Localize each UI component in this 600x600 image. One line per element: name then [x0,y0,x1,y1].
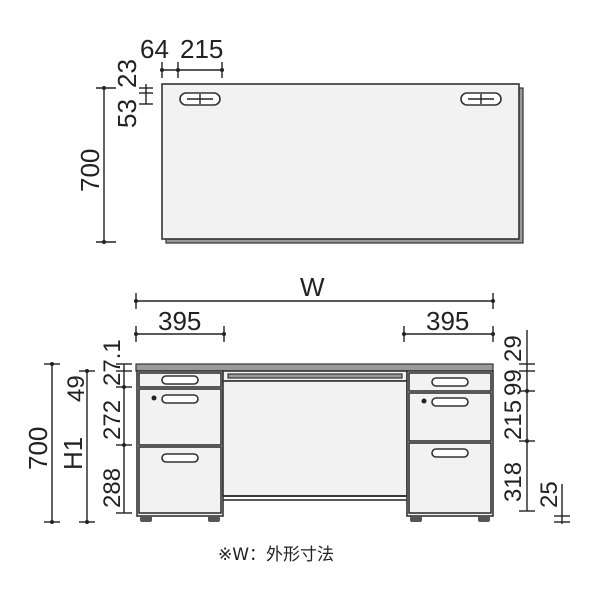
dim-64: 64 [140,34,169,64]
dim-23: 23 [112,59,142,88]
dim-215-top: 215 [180,34,223,64]
grommet-left [179,92,221,106]
dim-29: 29 [500,335,527,362]
foot-1 [140,516,152,522]
dim-w: W [300,272,325,302]
dim-395-left: 395 [158,306,201,336]
grommet-right [460,92,502,106]
dim-25: 25 [536,481,563,508]
lock-icon-left [151,395,157,401]
left-drawer-2-handle [161,394,199,404]
width-dim: W [134,272,495,309]
front-view: W 395 395 [23,272,570,524]
left-drawer-3-handle [161,453,199,463]
dim-288: 288 [99,468,126,508]
foot-2 [208,516,220,522]
dim-27-1: 27.1 [99,339,126,386]
dim-53: 53 [112,99,142,128]
dim-700-top: 700 [75,149,105,192]
dim-395-right: 395 [426,306,469,336]
modesty-panel [222,380,408,497]
left-height-dims: 700 H1 27.1 49 272 288 [23,339,132,524]
right-drawer-2-handle [431,397,469,407]
top-horizontal-dim: 64 215 [140,34,224,78]
desktop-top [161,83,520,240]
dim-700-front: 700 [23,427,53,470]
desk-front [135,363,494,522]
right-height-dims: 29 99 215 318 25 [500,330,570,524]
dim-h1: H1 [58,437,88,470]
lock-icon-right [421,398,427,404]
right-drawer-1-handle [431,377,469,387]
dim-215-front: 215 [500,400,527,440]
top-vertical-dim: 23 53 700 [75,59,153,244]
top-view: 64 215 23 53 700 [75,34,524,244]
foot-4 [478,516,490,522]
dim-272: 272 [99,400,126,440]
desktop-edge [135,363,494,372]
dim-318: 318 [500,462,527,502]
footnote: ※W：外形寸法 [218,545,334,565]
left-drawer-1-handle [161,375,199,385]
foot-3 [410,516,422,522]
pedestal-width-dims: 395 395 [134,306,495,342]
dim-99: 99 [500,369,527,396]
right-drawer-3-handle [431,448,469,458]
dim-49: 49 [63,375,90,402]
